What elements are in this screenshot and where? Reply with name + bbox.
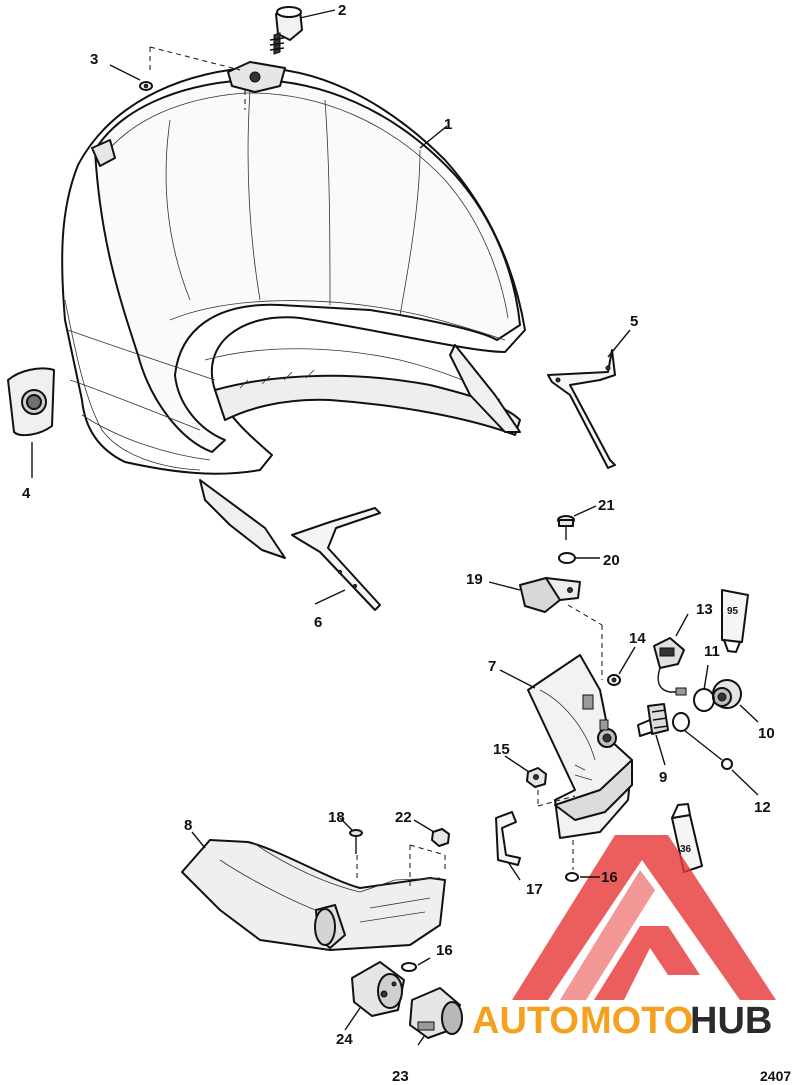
callout-20: 20	[603, 552, 620, 569]
callout-22: 22	[395, 809, 412, 826]
callout-3: 3	[90, 51, 98, 68]
o-ring-part	[693, 688, 715, 712]
small-nut-part	[139, 81, 153, 91]
callout-23: 23	[392, 1068, 409, 1085]
callout-19: 19	[466, 571, 483, 588]
top-cowl-part	[61, 61, 526, 559]
sensor-part	[653, 637, 687, 696]
clip-part	[495, 811, 521, 866]
pan-nut-part	[431, 828, 450, 847]
threaded-fitting-part	[637, 703, 669, 737]
callout-7: 7	[488, 658, 496, 675]
callout-24: 24	[336, 1031, 353, 1048]
cylinder-part	[351, 961, 405, 1017]
bolt-part	[349, 829, 363, 854]
callout-4: 4	[22, 485, 31, 502]
left-bracket-part	[291, 507, 381, 611]
callout-5: 5	[630, 313, 638, 330]
latch-knob-part	[269, 6, 303, 55]
callout-9: 9	[659, 769, 667, 786]
rear-housing-part	[527, 654, 633, 839]
watermark-hub: HUB	[690, 1000, 772, 1042]
lower-pan-part	[181, 839, 446, 951]
callout-6: 6	[314, 614, 322, 631]
grommet-seal-part	[7, 367, 55, 437]
automotohub-watermark	[512, 835, 776, 1000]
callout-10: 10	[758, 725, 775, 742]
knob-guide-line	[149, 46, 241, 71]
housing-guide-line	[537, 795, 576, 807]
housing-guide-line	[567, 604, 603, 626]
washer-part	[401, 962, 417, 972]
callout-21: 21	[598, 497, 615, 514]
watermark-auto: AUTO	[472, 1000, 579, 1042]
housing-nut-part	[607, 674, 621, 686]
callout-15: 15	[493, 741, 510, 758]
washer-part	[565, 872, 579, 882]
right-bracket-part	[547, 349, 616, 469]
callout-labels: 1 2 3 4 5 6 7 8 9 10 11 12 13 14 15 16 1…	[22, 2, 775, 1085]
callout-16-housing: 16	[601, 869, 618, 886]
flange-nut-part	[526, 767, 547, 788]
tube-36-part: 36	[671, 803, 703, 873]
rubber-block-part	[519, 577, 581, 613]
tube-95-label: 95	[727, 606, 739, 617]
callout-11: 11	[704, 643, 720, 660]
callout-12: 12	[754, 799, 771, 816]
watermark-moto: MOTO	[580, 1000, 693, 1042]
callout-18: 18	[328, 809, 345, 826]
callout-14: 14	[629, 630, 646, 647]
leader-lines	[31, 9, 759, 1046]
callout-13: 13	[696, 601, 713, 618]
drain-cap-part	[712, 679, 742, 709]
sleeve-part	[409, 987, 463, 1039]
callout-1: 1	[444, 116, 452, 133]
tube-36-label: 36	[680, 844, 692, 855]
pan-guide-line	[409, 844, 446, 856]
tether-part	[672, 712, 733, 770]
callout-17: 17	[526, 881, 543, 898]
callout-16-pan: 16	[436, 942, 453, 959]
callout-8: 8	[184, 817, 192, 834]
figure-reference-number: 2407	[760, 1068, 791, 1084]
tube-95-part: 95	[721, 589, 749, 653]
washer-top-part	[558, 552, 576, 564]
screw-part	[557, 515, 575, 540]
callout-2: 2	[338, 2, 346, 19]
